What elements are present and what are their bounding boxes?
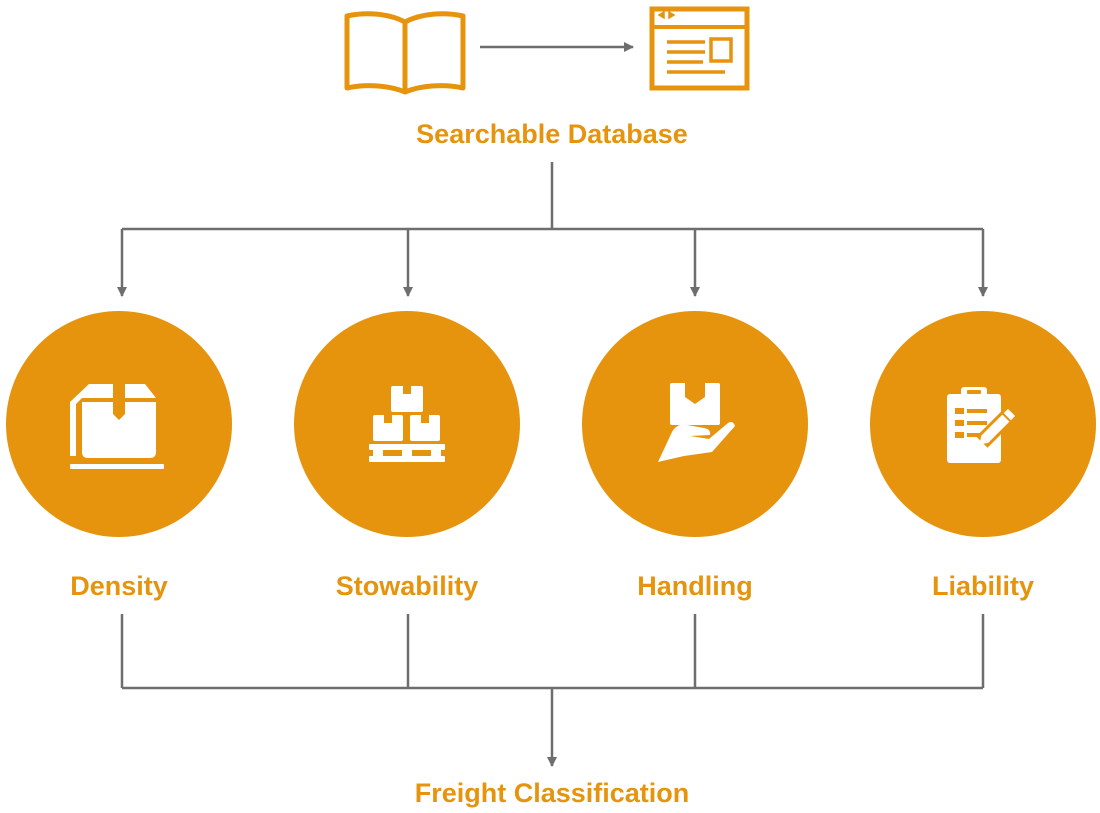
stacked-boxes-pallet-icon [369,386,445,462]
branch-connectors [117,162,988,297]
open-book-icon [344,11,466,95]
box-icon [70,384,164,469]
factor-label-handling: Handling [637,571,753,601]
clipboard-pen-icon [947,387,1016,463]
merge-connectors [120,614,985,767]
browser-window-icon [649,6,750,91]
freight-classification-title: Freight Classification [414,778,690,808]
stowability-circle [294,311,520,537]
factor-label-stowability: Stowability [335,571,479,601]
factor-label-liability: Liability [931,571,1035,601]
searchable-database-title: Searchable Database [416,119,688,149]
factor-label-density: Density [70,571,168,601]
hand-holding-box-icon [658,383,735,462]
